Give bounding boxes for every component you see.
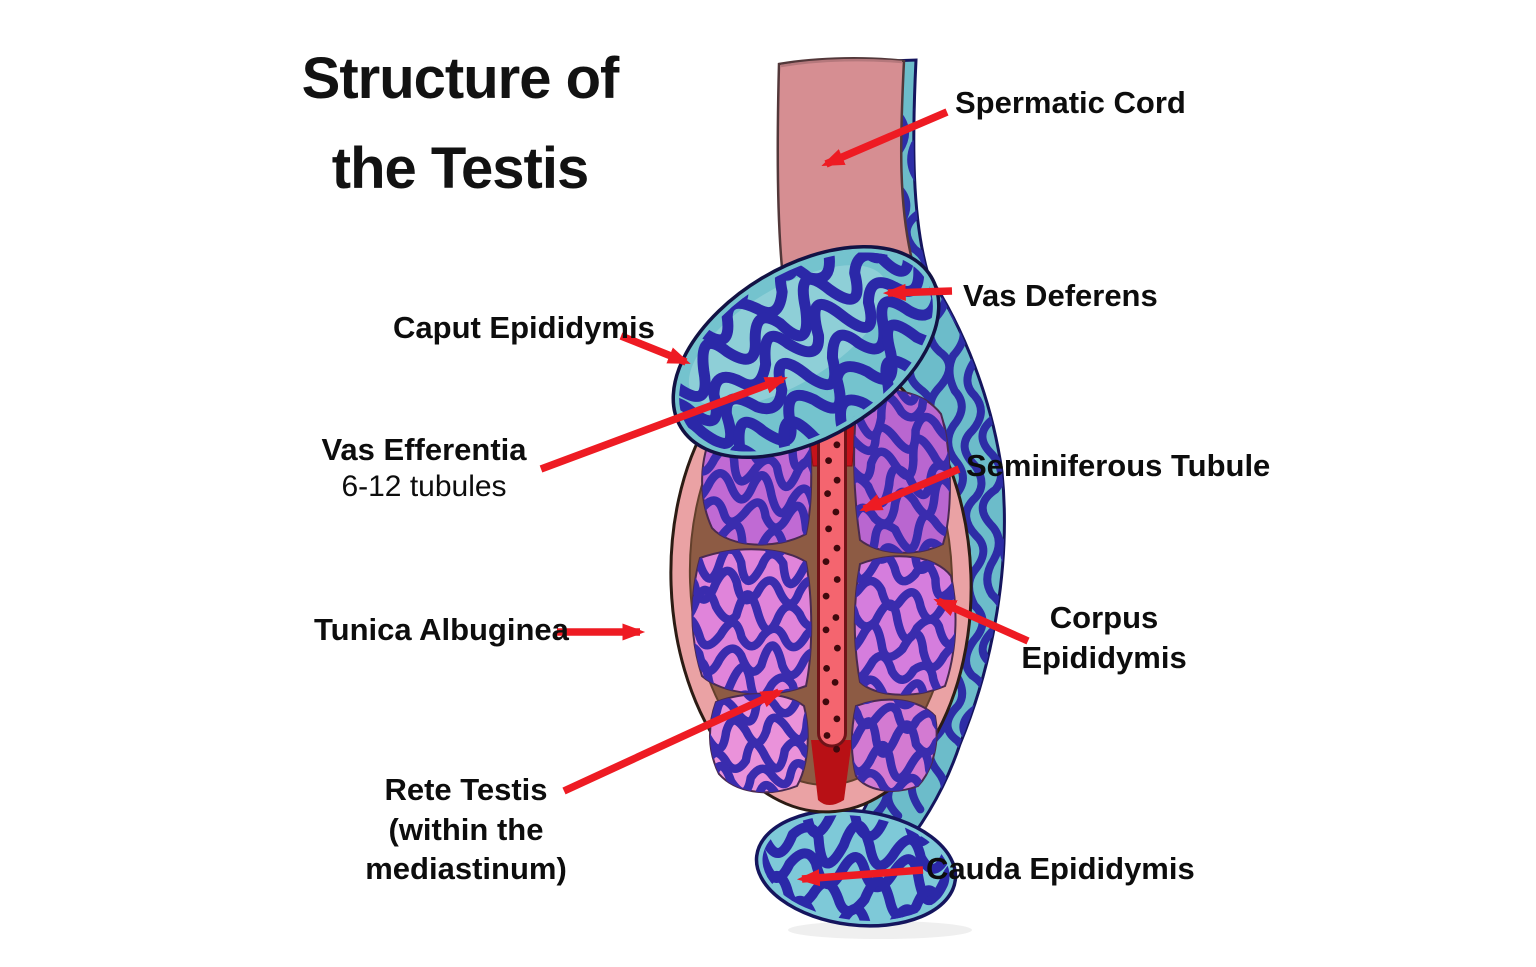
label-rete-testis-sub: (within the mediastinum) — [365, 811, 567, 887]
lobule — [691, 548, 813, 695]
arrow-corpus-epididymis — [933, 597, 1030, 645]
label-rete-testis-title: Rete Testis — [384, 772, 548, 807]
arrow-seminiferous-tubule — [859, 465, 961, 513]
label-vas-efferentia-sub: 6-12 tubules — [341, 469, 507, 503]
label-caput-epididymis: Caput Epididymis — [393, 310, 655, 345]
cauda-shadow — [788, 921, 972, 939]
label-tunica-albuginea: Tunica Albuginea — [314, 612, 569, 647]
label-vas-deferens: Vas Deferens — [963, 278, 1158, 313]
label-cauda-epididymis: Cauda Epididymis — [926, 851, 1195, 886]
title-line-2: the Testis — [331, 136, 589, 201]
lobule — [850, 698, 938, 792]
arrow-spermatic-cord — [821, 108, 949, 168]
label-corpus-line-2: Epididymis — [1021, 640, 1187, 676]
arrow-vas-deferens — [882, 283, 953, 302]
lobule — [853, 555, 957, 696]
label-spermatic-cord: Spermatic Cord — [955, 85, 1186, 120]
arrow-rete-testis — [562, 688, 784, 795]
label-corpus-epididymis: Corpus Epididymis — [1006, 598, 1202, 679]
arrow-cauda-epididymis — [796, 866, 924, 887]
page-title: Structure of the Testis — [238, 34, 682, 214]
arrow-caput-epididymis — [619, 332, 691, 366]
label-vas-efferentia: Vas Efferentia 6-12 tubules — [304, 432, 544, 504]
lobule — [709, 693, 809, 794]
label-seminiferous-tubule: Seminiferous Tubule — [966, 448, 1271, 483]
label-rete-testis: Rete Testis (within the mediastinum) — [286, 770, 646, 889]
label-corpus-line-1: Corpus — [1049, 600, 1159, 635]
arrow-vas-efferentia — [539, 375, 788, 473]
title-line-1: Structure of — [301, 46, 620, 111]
mediastinum-lower-wedge — [811, 740, 852, 805]
label-vas-efferentia-title: Vas Efferentia — [321, 432, 527, 467]
